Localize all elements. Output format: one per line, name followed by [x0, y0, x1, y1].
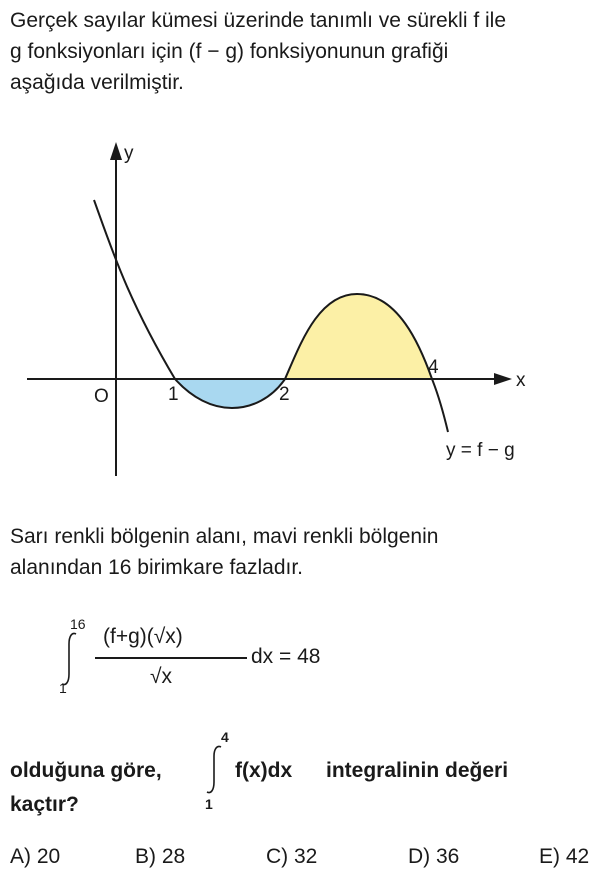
integral2-integrand: f(x)dx	[235, 759, 293, 782]
integral1-numerator: (f+g)(√x)	[103, 625, 183, 648]
blue-region	[175, 379, 285, 408]
tick-label-4: 4	[428, 357, 439, 378]
intro-text: Gerçek sayılar kümesi üzerinde tanımlı v…	[10, 5, 610, 98]
integral1-denominator: √x	[150, 665, 173, 688]
tick-label-1: 1	[168, 384, 179, 405]
y-axis-label: y	[124, 143, 134, 164]
statement-line-1: Sarı renkli bölgenin alanı, mavi renkli …	[10, 525, 439, 548]
curve-label: y = f − g	[446, 440, 515, 461]
statement-line-2: alanından 16 birimkare fazladır.	[10, 556, 304, 579]
intro-line-1: Gerçek sayılar kümesi üzerinde tanımlı v…	[10, 9, 507, 32]
curve-f-minus-g	[93, 199, 449, 433]
statement-text: Sarı renkli bölgenin alanı, mavi renkli …	[10, 521, 610, 583]
integral1-result: dx = 48	[251, 645, 321, 668]
x-axis-arrow-icon	[494, 373, 512, 385]
option-b[interactable]: B) 28	[135, 845, 186, 868]
integral2-upper-limit: 4	[221, 729, 229, 745]
y-axis-arrow-icon	[110, 142, 122, 160]
option-d[interactable]: D) 36	[408, 845, 460, 868]
integral2-lower-limit: 1	[205, 796, 213, 812]
intro-line-3: aşağıda verilmiştir.	[10, 71, 184, 94]
question-prefix: olduğuna göre,	[10, 759, 162, 782]
option-a[interactable]: A) 20	[10, 845, 61, 868]
question-line-2: kaçtır?	[10, 793, 79, 816]
option-e[interactable]: E) 42	[539, 845, 590, 868]
tick-label-2: 2	[279, 384, 290, 405]
intro-line-2: g fonksiyonları için (f − g) fonksiyonun…	[10, 40, 449, 63]
fraction-bar	[95, 657, 247, 659]
function-graph: y x O 1 2 4 y = f − g	[27, 142, 526, 476]
option-c[interactable]: C) 32	[266, 845, 318, 868]
integral1-upper-limit: 16	[70, 616, 86, 632]
integral-sign-icon	[206, 745, 222, 794]
integral1-lower-limit: 1	[59, 680, 67, 696]
yellow-region	[285, 294, 432, 379]
integral-sign-icon	[61, 632, 77, 686]
question-suffix: integralinin değeri	[326, 759, 509, 782]
origin-label: O	[94, 386, 109, 407]
x-axis-label: x	[516, 370, 526, 391]
